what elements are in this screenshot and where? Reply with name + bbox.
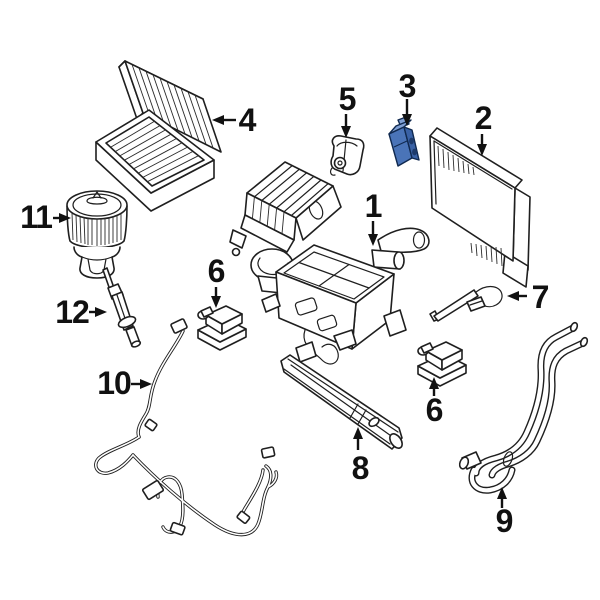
part-air-duct — [280, 354, 403, 450]
callout-label-1: 1 — [364, 188, 383, 224]
callout-arrow-6b — [429, 377, 439, 396]
callout-label-9: 9 — [495, 503, 514, 539]
callout-label-7: 7 — [531, 279, 550, 315]
callout-label-5: 5 — [338, 81, 357, 117]
callout-arrow-12 — [89, 307, 107, 317]
callout-label-10: 10 — [97, 365, 132, 401]
callout-label-6b: 6 — [425, 392, 444, 428]
callout-arrow-7 — [507, 291, 527, 301]
callout-arrow-4 — [212, 115, 236, 125]
callout-arrow-9 — [497, 487, 507, 508]
callout-arrow-1 — [368, 221, 378, 246]
part-expansion-valve — [388, 116, 420, 167]
callout-arrow-5 — [341, 114, 351, 138]
callout-arrow-2 — [477, 134, 487, 156]
callout-label-11: 11 — [20, 199, 53, 235]
callout-arrow-8 — [353, 427, 363, 450]
callout-arrow-11 — [53, 213, 71, 223]
part-actuator-motor-2 — [417, 341, 467, 387]
part-drain-tube — [429, 286, 503, 322]
part-heater-hoses — [458, 321, 589, 494]
callout-arrow-3 — [402, 99, 412, 126]
callout-label-3: 3 — [398, 68, 417, 104]
callout-label-6a: 6 — [207, 253, 226, 289]
part-small-actuator — [329, 135, 365, 176]
part-evaporator-core — [429, 127, 531, 288]
callout-label-4: 4 — [238, 102, 257, 138]
part-temperature-sensor — [102, 267, 142, 348]
callout-arrow-10 — [131, 379, 152, 389]
part-cabin-air-filter — [95, 60, 222, 212]
callout-arrows — [53, 99, 527, 508]
part-actuator-motor-1 — [197, 305, 247, 351]
part-hvac-housing-assembly — [229, 161, 430, 365]
callout-label-8: 8 — [351, 450, 370, 486]
callout-label-12: 12 — [55, 294, 90, 330]
part-blower-motor — [66, 190, 128, 279]
callout-label-2: 2 — [474, 100, 493, 136]
part-wiring-harness — [94, 318, 279, 537]
callout-arrow-6a — [211, 287, 221, 308]
